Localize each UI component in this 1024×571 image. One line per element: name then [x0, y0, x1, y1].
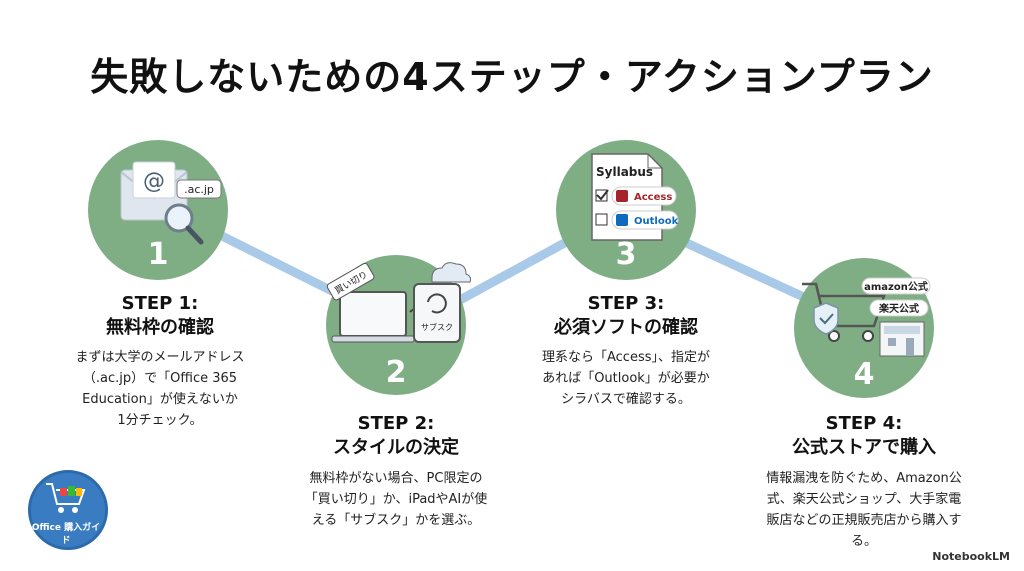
shopping-cart-icon — [46, 483, 86, 513]
office-guide-badge — [28, 470, 108, 550]
step-3-line: 理系なら「Access」、指定が — [541, 350, 710, 365]
step-4-heading: STEP 4: 公式ストアで購入 — [764, 412, 964, 460]
connector-3-4 — [675, 235, 815, 305]
svg-text:@: @ — [143, 169, 165, 194]
step-1-title: 無料枠の確認 — [106, 317, 214, 338]
connector-2-3 — [455, 235, 575, 305]
step-3-line: あれば「Outlook」が必要か — [542, 371, 710, 386]
step-3-number: 3 — [615, 237, 637, 272]
notebooklm-brand: NotebookLM — [932, 550, 1010, 563]
amazon-official-label: amazon公式 — [864, 280, 928, 293]
step-2-title: スタイルの決定 — [333, 437, 459, 458]
step-2-number: 2 — [385, 355, 407, 390]
step-1-label: STEP 1: — [121, 293, 199, 314]
step-1-line: Education」が使えないか — [82, 392, 238, 407]
step-3-line: シラバスで確認する。 — [561, 392, 691, 407]
step-1-number: 1 — [147, 237, 169, 272]
step-1-line: （.ac.jp）で「Office 365 — [82, 371, 238, 386]
connector-1-2 — [205, 225, 345, 300]
domain-tag-label: .ac.jp — [184, 183, 214, 196]
step-1-description: まずは大学のメールアドレス （.ac.jp）で「Office 365 Educa… — [40, 347, 280, 431]
badge-label: Office 購入ガイド — [31, 523, 101, 546]
step-4-line: 式、楽天公式ショップ、大手家電 — [766, 492, 962, 507]
email-search-icon: @ .ac.jp — [120, 161, 222, 245]
step-4-line: 情報漏洩を防ぐため、Amazon公 — [766, 471, 962, 486]
step-3-description: 理系なら「Access」、指定が あれば「Outlook」が必要か シラバスで確… — [506, 347, 746, 410]
step-2-heading: STEP 2: スタイルの決定 — [296, 412, 496, 460]
outlook-label: Outlook — [634, 216, 679, 227]
step-1-line: まずは大学のメールアドレス — [75, 350, 245, 365]
step-2-line: 無料枠がない場合、PC限定の — [309, 471, 483, 486]
step-4-label: STEP 4: — [825, 413, 903, 434]
step-4-number: 4 — [853, 357, 875, 392]
step-2-line: 「買い切り」か、iPadやAIが使 — [304, 492, 488, 507]
step-3-heading: STEP 3: 必須ソフトの確認 — [526, 292, 726, 340]
step-2-description: 無料枠がない場合、PC限定の 「買い切り」か、iPadやAIが使 える「サブスク… — [276, 468, 516, 531]
step-4-title: 公式ストアで購入 — [792, 437, 936, 458]
step-1-line: 1分チェック。 — [117, 413, 203, 428]
step-1-heading: STEP 1: 無料枠の確認 — [60, 292, 260, 340]
shopping-store-icon: amazon公式 楽天公式 — [802, 277, 931, 357]
rakuten-official-label: 楽天公式 — [878, 302, 919, 315]
tablet-label: サブスク — [421, 322, 453, 332]
step-3-title: 必須ソフトの確認 — [554, 317, 698, 338]
step-4-line: る。 — [850, 534, 877, 549]
step-4-line: 販店などの正規販売店から購入す — [766, 513, 962, 528]
step-4-description: 情報漏洩を防ぐため、Amazon公 式、楽天公式ショップ、大手家電 販店などの正… — [734, 468, 994, 552]
syllabus-document-icon: Syllabus Access Outlook — [591, 153, 679, 241]
laptop-subscription-icon: 買い切り サブスク — [326, 262, 471, 343]
step-2-label: STEP 2: — [357, 413, 435, 434]
step-3-label: STEP 3: — [587, 293, 665, 314]
syllabus-title: Syllabus — [596, 165, 653, 179]
page-title: 失敗しないための4ステップ・アクションプラン — [90, 55, 934, 99]
access-label: Access — [634, 192, 672, 203]
step-2-line: える「サブスク」かを選ぶ。 — [311, 513, 481, 528]
